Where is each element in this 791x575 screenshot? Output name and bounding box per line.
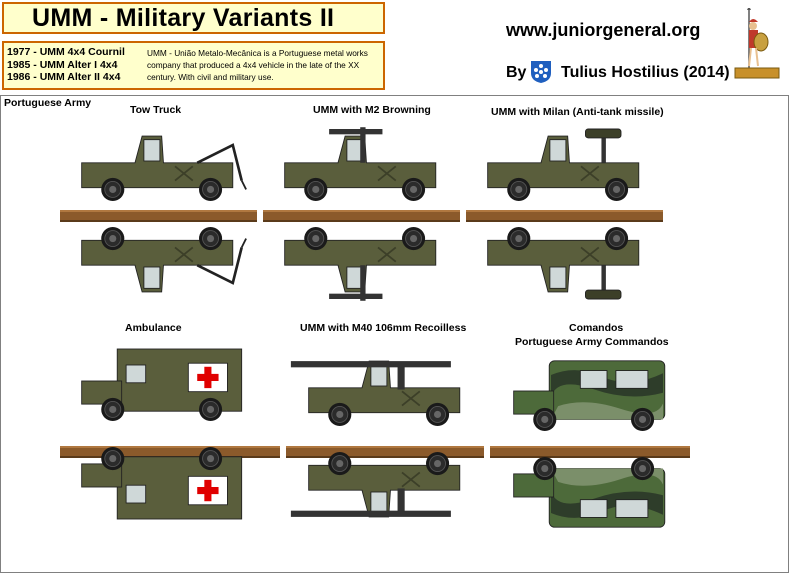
author-name: Tulius Hostilius (2014)	[561, 64, 730, 81]
tow-truck-figure	[81, 135, 247, 201]
year-line: 1977 - UMM 4x4 Cournil	[7, 46, 125, 58]
vehicle-label-ambulance: Ambulance	[125, 322, 182, 334]
vehicle-label-comandos: Comandos	[569, 322, 624, 334]
figure-base	[466, 210, 663, 222]
vehicle-subtitle-comandos: Portuguese Army Commandos	[515, 336, 669, 348]
milan-vehicle-figure-flipped	[487, 227, 640, 300]
shield-icon	[531, 61, 551, 83]
milan-vehicle-figure	[487, 128, 640, 201]
comandos-vehicle-figure	[513, 360, 666, 431]
website-link[interactable]: www.juniorgeneral.org	[506, 20, 701, 40]
section-label: Portuguese Army	[4, 97, 92, 109]
m40-recoilless-vehicle-figure-flipped	[290, 452, 461, 518]
m40-recoilless-vehicle-figure	[290, 360, 461, 426]
ambulance-vehicle-figure	[81, 348, 243, 421]
production-years: 1977 - UMM 4x4 Cournil 1985 - UMM Alter …	[7, 46, 125, 84]
m2-browning-vehicle-figure	[284, 127, 437, 201]
description: UMM - União Metalo-Mecânica is a Portugu…	[147, 48, 368, 82]
figure-base	[490, 446, 690, 458]
year-line: 1986 - UMM Alter II 4x4	[7, 71, 121, 83]
m2-browning-vehicle-figure-flipped	[284, 227, 437, 301]
figure-base	[263, 210, 460, 222]
page-title: UMM - Military Variants II	[32, 4, 335, 32]
by-label: By	[506, 64, 527, 81]
tow-truck-figure-flipped	[81, 227, 247, 293]
vehicle-label-milan: UMM with Milan (Anti-tank missile)	[491, 106, 664, 118]
vehicle-label-tow-truck: Tow Truck	[130, 104, 182, 116]
vehicle-label-m2: UMM with M2 Browning	[313, 104, 431, 116]
title-box: UMM - Military Variants II	[2, 2, 385, 34]
year-line: 1985 - UMM Alter I 4x4	[7, 58, 118, 71]
junior-general-logo	[734, 8, 780, 79]
comandos-vehicle-figure-flipped	[513, 457, 666, 528]
figure-base	[60, 210, 257, 222]
info-box: 1977 - UMM 4x4 Cournil 1985 - UMM Alter …	[2, 41, 385, 90]
ambulance-vehicle-figure-flipped	[81, 447, 243, 520]
vehicle-label-m40: UMM with M40 106mm Recoilless	[300, 322, 467, 334]
figures-panel	[0, 95, 789, 573]
